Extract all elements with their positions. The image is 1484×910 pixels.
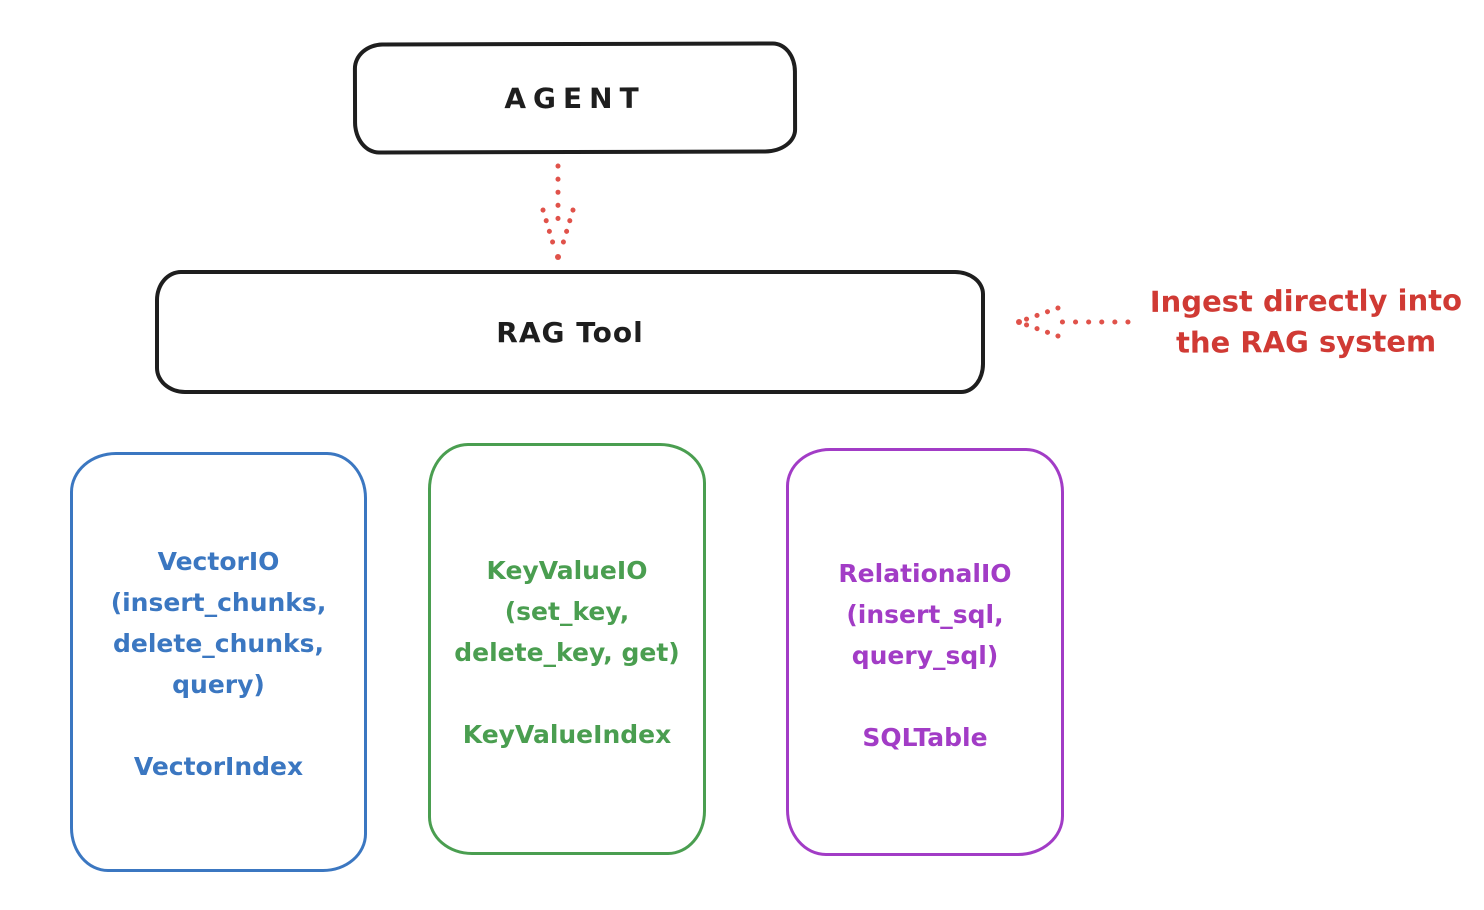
arrow-left-icon [1016, 305, 1131, 339]
keyvalue-io-method-line: delete_key, get) [454, 638, 680, 667]
vector-io-method-line: delete_chunks, [113, 629, 324, 658]
agent-node: AGENT [352, 41, 798, 155]
vector-io-method-line: (insert_chunks, [110, 588, 327, 617]
keyvalue-io-method-line: (set_key, [504, 597, 630, 626]
vector-io-title: VectorIO [157, 547, 280, 576]
relational-io-method-line: (insert_sql, [846, 600, 1004, 629]
sql-table-label: SQLTable [862, 723, 988, 752]
relational-io-title: RelationalIO [838, 559, 1012, 588]
relational-io-method-line: query_sql) [851, 641, 999, 670]
vector-io-box: VectorIO (insert_chunks, delete_chunks, … [70, 452, 367, 872]
arrow-down-icon [540, 163, 576, 260]
agent-node-label: AGENT [504, 81, 646, 115]
keyvalue-io-box: KeyValueIO (set_key, delete_key, get) Ke… [428, 443, 706, 855]
ingest-annotation-line1: Ingest directly into [1149, 283, 1463, 319]
vector-io-method-line: query) [172, 670, 265, 699]
rag-tool-node: RAG Tool [155, 270, 985, 394]
rag-tool-node-label: RAG Tool [496, 315, 644, 349]
keyvalue-io-title: KeyValueIO [486, 556, 648, 585]
ingest-annotation-line2: the RAG system [1175, 324, 1437, 360]
vector-index-label: VectorIndex [133, 752, 304, 781]
keyvalue-index-label: KeyValueIndex [462, 720, 672, 749]
relational-io-box: RelationalIO (insert_sql, query_sql) SQL… [786, 448, 1064, 856]
ingest-annotation: Ingest directly into the RAG system [1138, 280, 1474, 364]
